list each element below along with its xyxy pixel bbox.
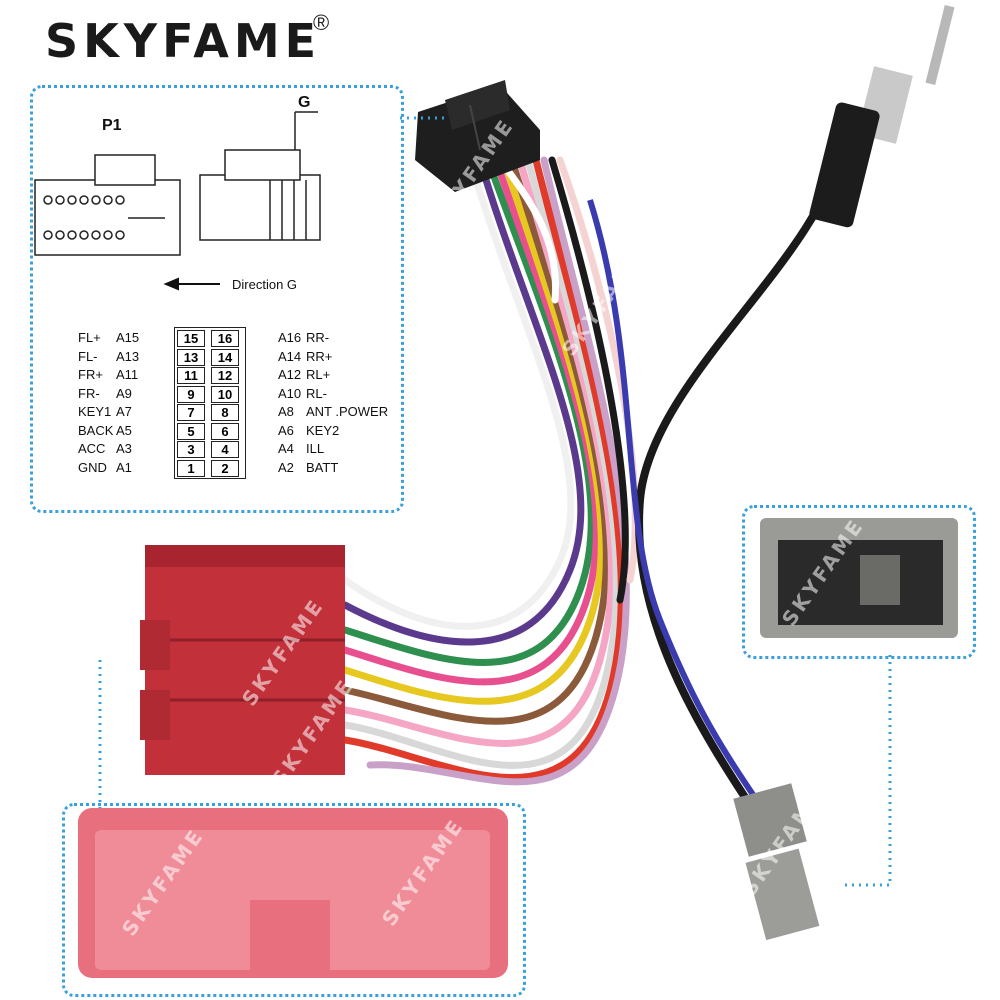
brand-logo: SKYFAME (45, 14, 322, 68)
pin-number-left: 9 (177, 385, 205, 403)
pin-number-left: 13 (177, 348, 205, 366)
pin-code-left: A3 (116, 441, 132, 456)
pin-code-right: A14 (278, 348, 302, 364)
pin-code-left: A11 (116, 367, 139, 382)
pink-connector-face (78, 808, 508, 978)
pin-number-right: 8 (211, 404, 239, 421)
pin-code-right: A4 (278, 441, 294, 456)
p1-connector-drawing (34, 154, 181, 256)
grey-connector-face (760, 518, 958, 638)
pin-number-right: 6 (211, 422, 239, 440)
pin-number-right: 16 (211, 330, 239, 347)
pin-function-right: RR- (306, 330, 330, 345)
pin-code-right: A8 (278, 404, 294, 419)
pin-function-right: BATT (306, 459, 339, 475)
pin-number-left: 15 (177, 330, 205, 347)
pin-function-left: FL+ (78, 330, 101, 345)
pin-code-left: A5 (116, 422, 132, 438)
connector-g-label: G (298, 94, 311, 111)
g-connector-drawing (199, 111, 321, 241)
pin-function-left: FL- (78, 348, 98, 364)
pin-code-left: A1 (116, 459, 132, 475)
grey-plug (733, 783, 820, 941)
pin-code-right: A2 (278, 459, 294, 475)
direction-arrow (163, 277, 220, 291)
pin-function-left: BACK (78, 422, 114, 438)
pin-number-right: 10 (211, 385, 239, 403)
grey-connector-box (742, 505, 976, 659)
pin-number-left: 1 (177, 459, 205, 477)
pin-code-right: A6 (278, 422, 294, 438)
pin-code-left: A15 (116, 330, 140, 345)
pin-code-right: A16 (278, 330, 302, 345)
registered-mark: ® (313, 10, 330, 35)
pinout-diagram-box (30, 85, 404, 513)
pin-number-left: 3 (177, 441, 205, 458)
pin-number-right: 12 (211, 367, 239, 384)
pin-number-left: 11 (177, 367, 205, 384)
pin-number-right: 4 (211, 441, 239, 458)
pin-function-left: KEY1 (78, 404, 112, 419)
connector-p1-label: P1 (102, 117, 122, 134)
top-black-connector (415, 80, 540, 192)
pink-connector-box (62, 803, 526, 997)
direction-label: Direction G (232, 277, 298, 292)
pin-function-right: KEY2 (306, 422, 340, 438)
red-connector (140, 545, 345, 775)
pin-number-left: 5 (177, 422, 205, 440)
pin-code-left: A7 (116, 404, 132, 419)
pin-function-left: FR+ (78, 367, 103, 382)
pin-number-left: 7 (177, 404, 205, 421)
pin-code-left: A9 (116, 385, 132, 401)
pin-function-left: ACC (78, 441, 106, 456)
pin-code-left: A13 (116, 348, 140, 364)
pin-function-right: RL- (306, 385, 327, 401)
pin-code-right: A10 (278, 385, 302, 401)
pin-function-right: RL+ (306, 367, 331, 382)
antenna-plug (809, 4, 955, 228)
pin-function-right: ILL (306, 441, 325, 456)
pin-number-right: 2 (211, 459, 239, 477)
pin-function-left: GND (78, 459, 107, 475)
pin-function-right: ANT .POWER (306, 404, 389, 419)
pin-function-left: FR- (78, 385, 100, 401)
pin-code-right: A12 (278, 367, 302, 382)
pin-function-right: RR+ (306, 348, 333, 364)
pin-number-right: 14 (211, 348, 239, 366)
